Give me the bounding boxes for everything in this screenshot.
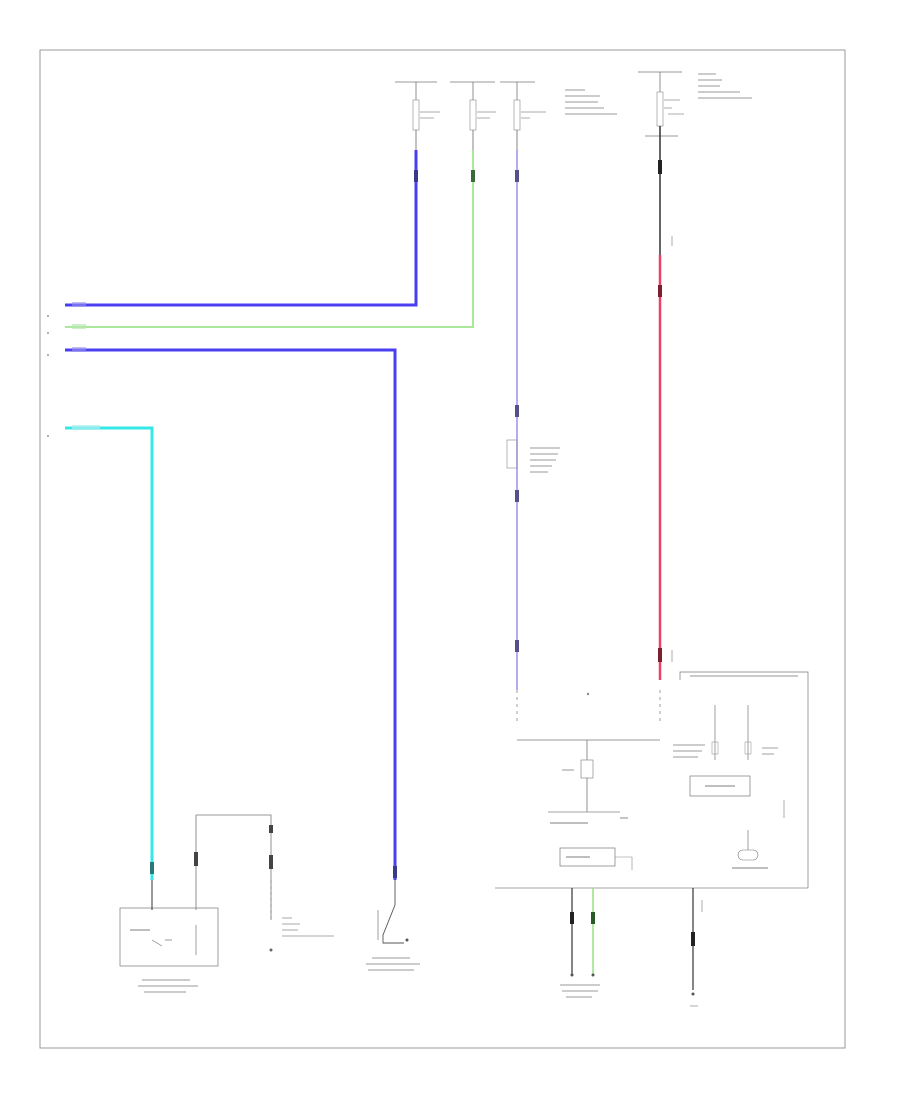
- wire-blue-1-connector: [414, 170, 418, 182]
- door-switch-contact: [382, 880, 404, 944]
- fuse-1: [412, 99, 420, 131]
- diagram-frame: [39, 49, 846, 1049]
- door-switch: [366, 880, 420, 971]
- fuse-right: [656, 91, 664, 127]
- switch-module-box: [119, 907, 219, 967]
- bottom-caption-1-lines: [560, 984, 600, 998]
- wire-violet-connector-mid-2: [515, 490, 519, 502]
- switch-mid-caption-lines: [366, 957, 420, 971]
- power-note-2-lines: [698, 73, 752, 99]
- wire-blue-2: [65, 348, 397, 880]
- wire-green: [65, 150, 474, 328]
- wire-violet-connector-low: [515, 640, 519, 652]
- wire-red-connector-top: [658, 285, 662, 297]
- inline-connector: [506, 439, 560, 473]
- power-note-1-lines: [565, 89, 617, 115]
- wire-red-connector-bottom: [658, 648, 662, 662]
- module-enclosure: [679, 671, 809, 888]
- wire-layer: [65, 126, 662, 880]
- left-pin-labels: [47, 302, 100, 437]
- wire-blue-2-connector: [393, 866, 397, 878]
- control-area: [495, 671, 809, 1007]
- wire-cyan: [65, 426, 154, 880]
- ground-point: [691, 992, 695, 996]
- inline-connector-caption: [530, 447, 560, 473]
- wire-green-connector: [471, 170, 475, 182]
- module-ground: [737, 849, 759, 861]
- diode-element: [580, 759, 594, 779]
- left-switch-module: [119, 814, 334, 993]
- fuse-detail-marks: [420, 99, 684, 662]
- wire-blue-1: [65, 150, 418, 307]
- fuse-2: [469, 99, 477, 131]
- wire-violet-connector-mid-1: [515, 405, 519, 417]
- switch-left-caption-lines: [138, 979, 198, 993]
- wire-cyan-connector: [150, 862, 154, 874]
- wire-violet-connector-top: [515, 170, 519, 182]
- relay-caption-lines: [282, 917, 334, 937]
- fuse-group-top: [395, 71, 752, 137]
- sub-module-box: [689, 775, 751, 797]
- wire-black-connector: [658, 160, 662, 174]
- fuse-3: [513, 99, 521, 131]
